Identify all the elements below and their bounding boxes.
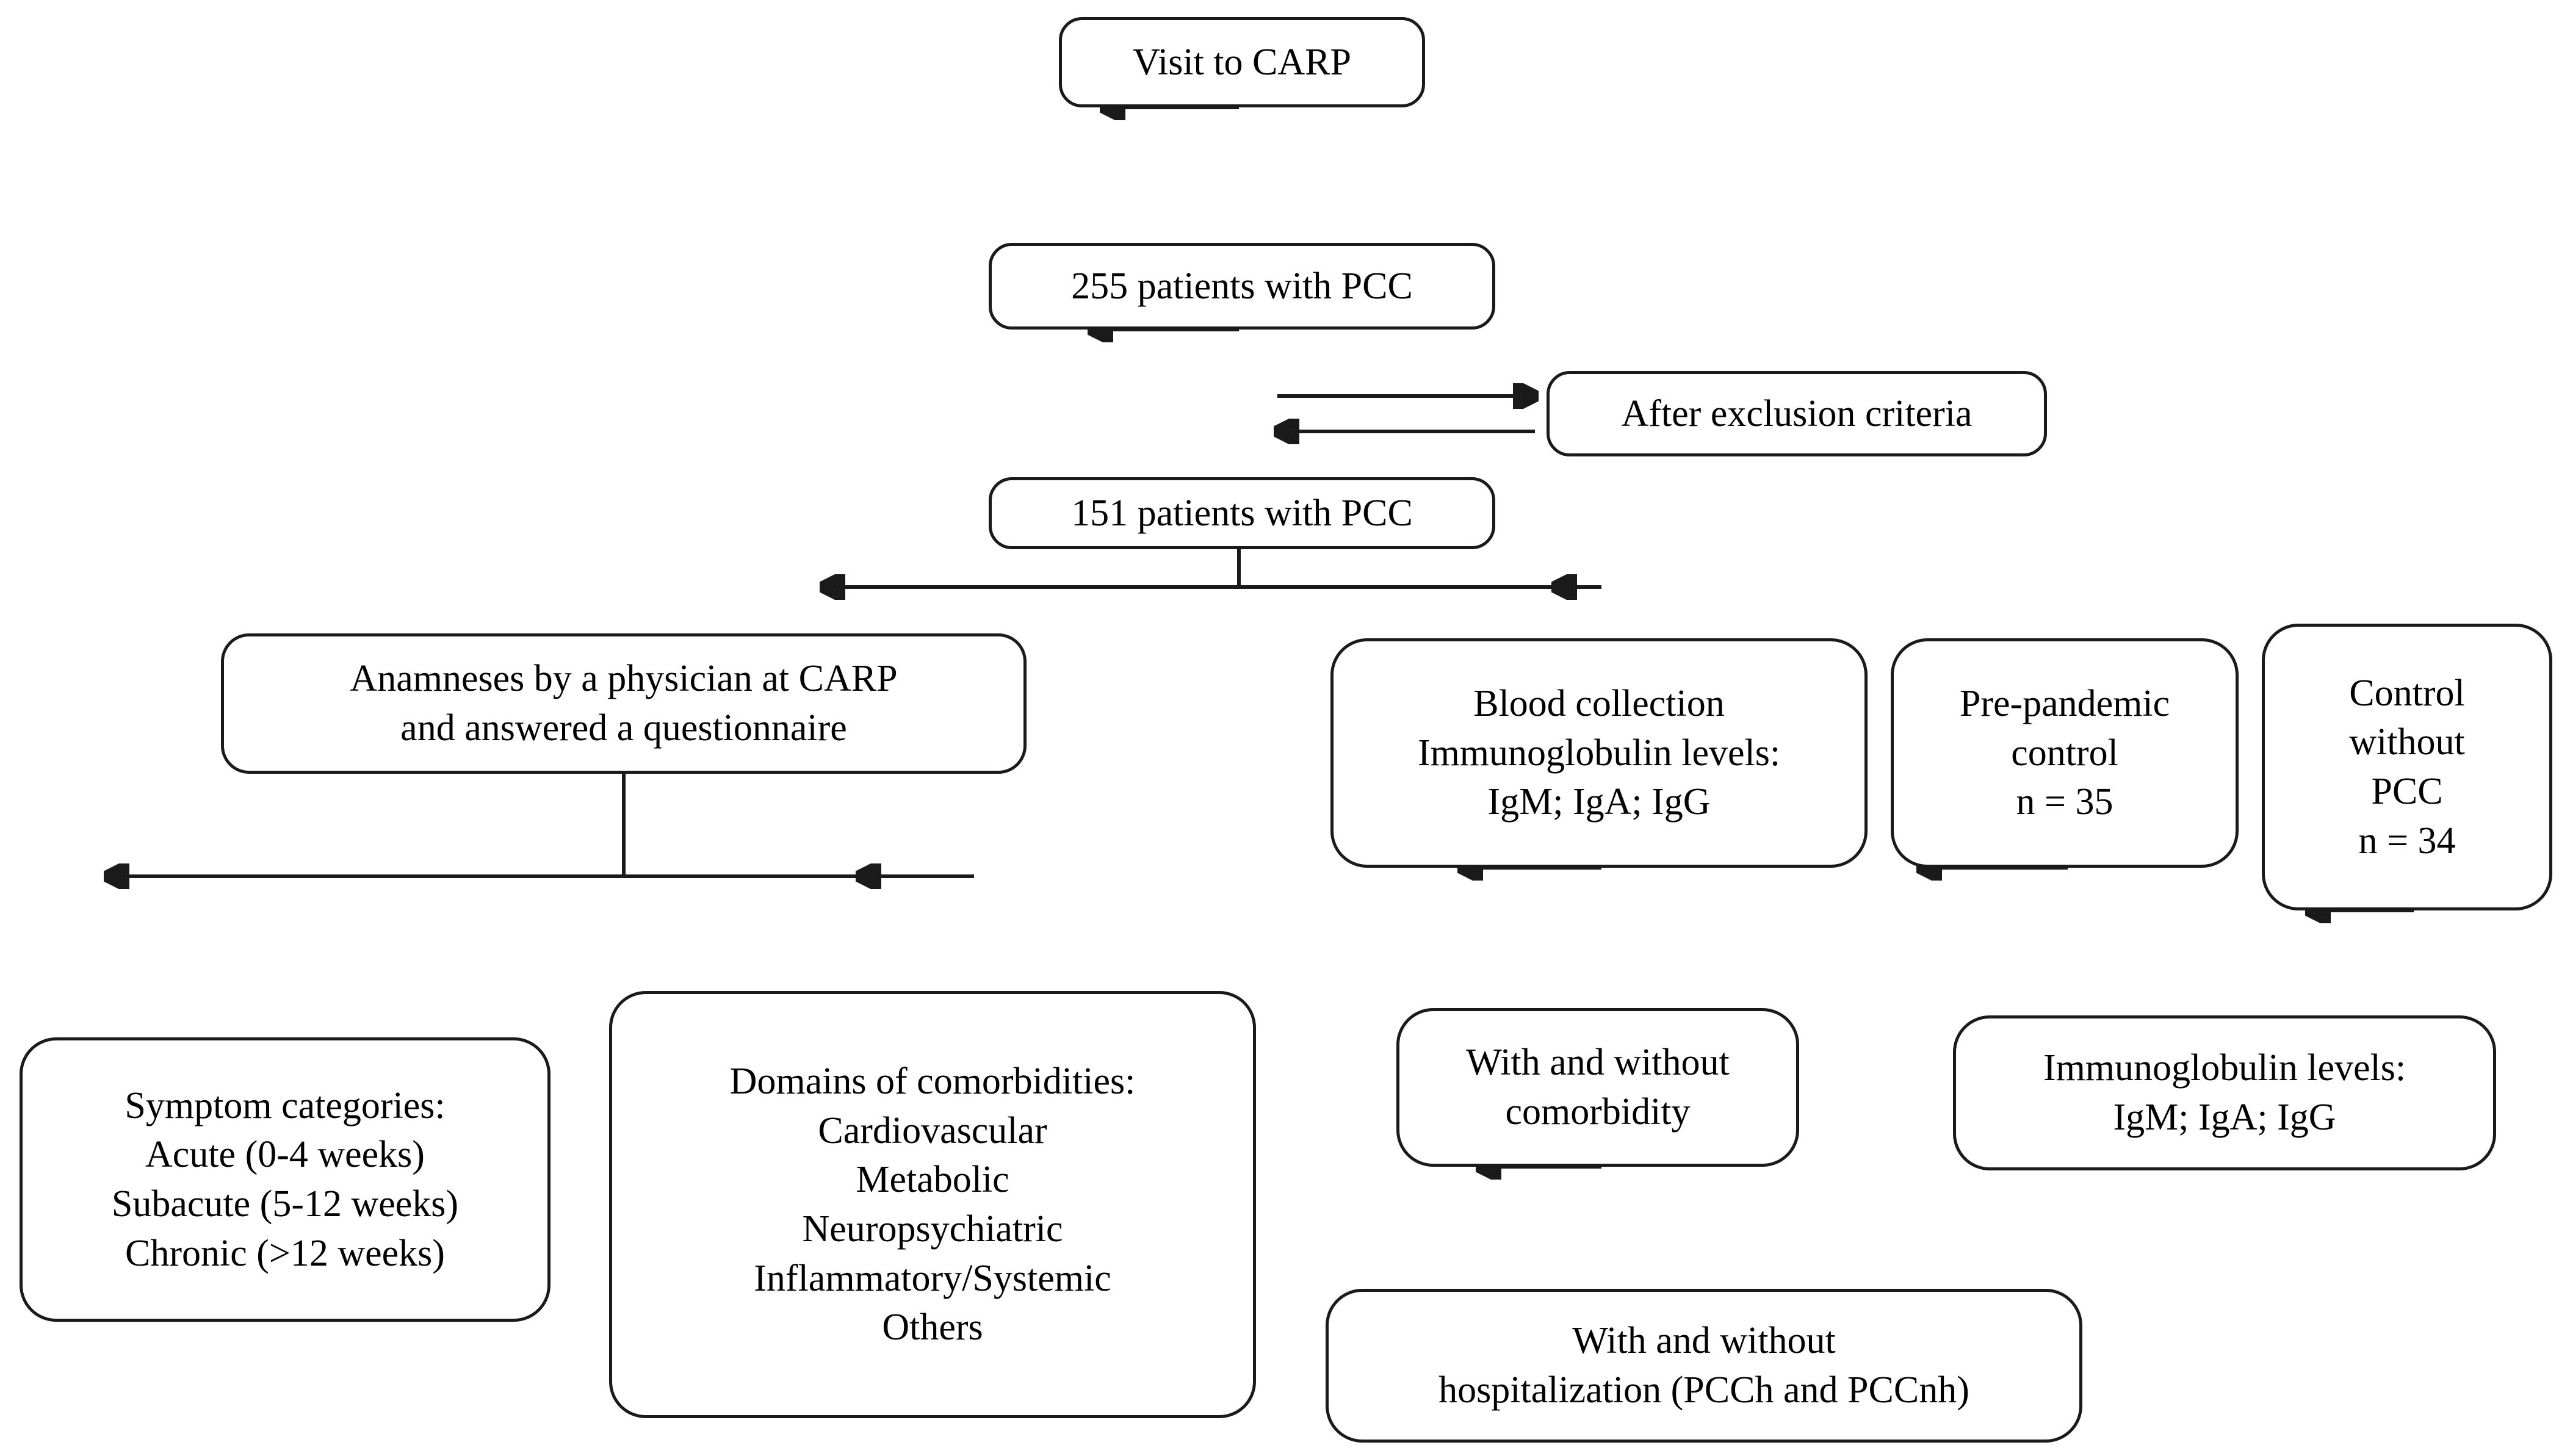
node-line: Anamneses by a physician at CARP: [350, 658, 898, 700]
node-line: Blood collection: [1473, 683, 1725, 725]
node-line: After exclusion criteria: [1621, 392, 1973, 434]
node-anamneses-questionnaire[interactable]: Anamneses by a physician at CARP and ans…: [221, 633, 1027, 774]
node-line: Pre-pandemic: [1959, 683, 2170, 725]
node-151-patients[interactable]: 151 patients with PCC: [989, 477, 1495, 549]
node-line: Cardiovascular: [818, 1109, 1047, 1151]
node-with-without-comorbidity[interactable]: With and without comorbidity: [1396, 1008, 1799, 1167]
node-line: 151 patients with PCC: [1071, 492, 1413, 534]
node-blood-collection[interactable]: Blood collection Immunoglobulin levels: …: [1330, 638, 1868, 868]
node-pre-pandemic-control[interactable]: Pre-pandemic control n = 35: [1891, 638, 2239, 868]
node-line: Subacute (5-12 weeks): [111, 1183, 459, 1225]
node-line: without: [2349, 721, 2465, 763]
node-immunoglobulin-levels-controls[interactable]: Immunoglobulin levels: IgM; IgA; IgG: [1953, 1015, 2496, 1170]
node-line: 255 patients with PCC: [1071, 265, 1413, 307]
node-line: Others: [882, 1306, 983, 1349]
node-line: comorbidity: [1505, 1091, 1691, 1133]
node-line: Immunoglobulin levels:: [2043, 1047, 2406, 1089]
node-line: Immunoglobulin levels:: [1417, 732, 1781, 774]
node-line: IgM; IgA; IgG: [2113, 1097, 2336, 1138]
node-line: n = 35: [2016, 781, 2113, 823]
node-line: control: [2011, 732, 2118, 774]
node-line: Inflammatory/Systemic: [754, 1257, 1111, 1299]
node-line: PCC: [2371, 771, 2443, 812]
node-line: With and without: [1466, 1042, 1730, 1084]
node-line: Domains of comorbidities:: [729, 1061, 1136, 1103]
node-after-exclusion-criteria[interactable]: After exclusion criteria: [1547, 371, 2047, 456]
node-line: With and without: [1572, 1320, 1836, 1362]
node-line: Symptom categories:: [125, 1084, 446, 1126]
node-line: Metabolic: [856, 1159, 1009, 1201]
node-line: hospitalization (PCCh and PCCnh): [1438, 1369, 1969, 1411]
node-comorbidity-domains[interactable]: Domains of comorbidities: Cardiovascular…: [609, 991, 1256, 1418]
node-255-patients[interactable]: 255 patients with PCC: [989, 243, 1495, 330]
node-line: Neuropsychiatric: [802, 1208, 1063, 1250]
node-control-without-pcc[interactable]: Control without PCC n = 34: [2262, 624, 2552, 910]
node-line: Chronic (>12 weeks): [125, 1232, 445, 1274]
node-line: Acute (0-4 weeks): [145, 1134, 425, 1176]
node-symptom-categories[interactable]: Symptom categories: Acute (0-4 weeks) Su…: [20, 1037, 550, 1322]
node-visit-to-carp[interactable]: Visit to CARP: [1059, 17, 1425, 107]
node-line: and answered a questionnaire: [400, 707, 847, 749]
node-line: Visit to CARP: [1132, 41, 1352, 83]
node-line: n = 34: [2358, 820, 2456, 862]
node-with-without-hospitalization[interactable]: With and without hospitalization (PCCh a…: [1326, 1289, 2082, 1443]
node-line: Control: [2349, 672, 2465, 714]
node-line: IgM; IgA; IgG: [1487, 781, 1711, 823]
